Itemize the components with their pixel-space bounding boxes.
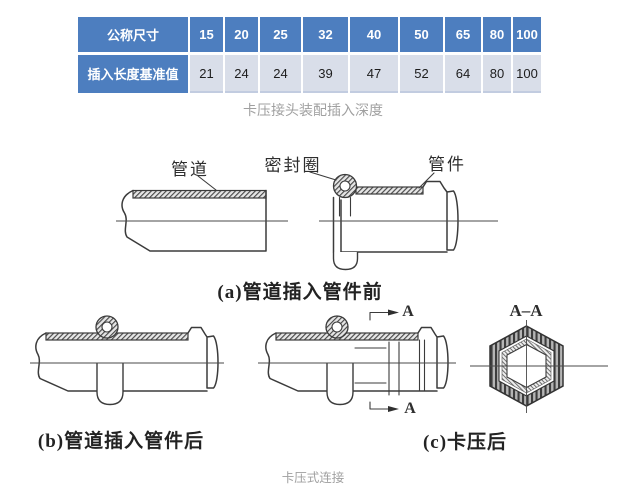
table-header-cell: 50 [400,17,443,52]
table-caption: 卡压接头装配插入深度 [243,102,383,118]
section-arrow-label-bottom: A [404,400,416,417]
assembled-drawing [30,315,224,406]
caption-c: (c)卡压后 [422,432,508,453]
table-value-cell: 64 [445,55,481,91]
figure-bottom-caption: 卡压式连接 [281,471,345,485]
table-value-cell: 21 [190,55,223,91]
table-header-cell: 20 [225,17,258,52]
table-header-cell: 80 [483,17,511,52]
section-cut-arrows [369,309,399,412]
pressed-drawing [258,309,456,412]
caption-b: (b)管道插入管件后 [37,431,205,452]
table-value-cell: 52 [400,55,443,91]
table-value-cell: 39 [303,55,348,91]
section-aa-label: A–A [509,301,543,320]
pipe-label: 管道 [171,160,209,179]
pipe-drawing [116,175,288,252]
insertion-depth-table: 公称尺寸 15 20 25 32 40 50 65 80 100 插入长度基准值… [78,17,541,91]
table-header-cell: 65 [445,17,481,52]
fitting-drawing [309,171,498,271]
table-header-cell: 15 [190,17,223,52]
table-header-cell: 25 [260,17,301,52]
fitting-label: 管件 [428,155,466,174]
caption-a: (a)管道插入管件前 [217,282,383,303]
table-header-cell: 40 [350,17,398,52]
seal-ring-label: 密封圈 [264,156,322,175]
table-value-cell: 47 [350,55,398,91]
table-value-cell: 24 [260,55,301,91]
table-value-cell: 24 [225,55,258,91]
table-value-cell: 80 [483,55,511,91]
section-aa-drawing [470,320,608,413]
section-arrow-label-top: A [402,303,414,320]
table-row-label: 插入长度基准值 [78,55,188,91]
table-header-cell: 32 [303,17,348,52]
table-header-cell: 100 [513,17,541,52]
table-value-cell: 100 [513,55,541,91]
table-header-cell: 公称尺寸 [78,17,188,52]
